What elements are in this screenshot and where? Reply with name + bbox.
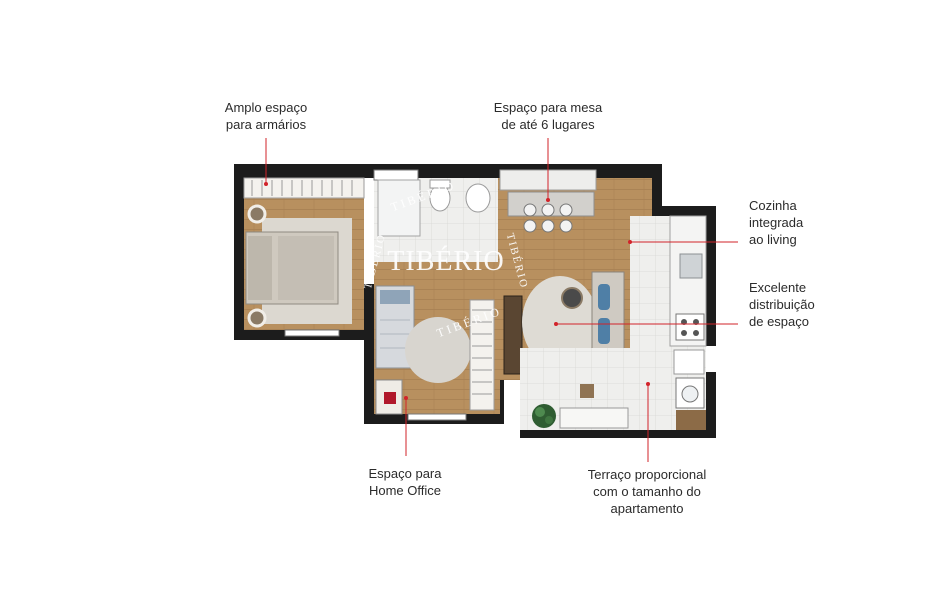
planter: [676, 410, 706, 430]
plant-icon: [532, 404, 556, 428]
coffee-table: [561, 287, 583, 309]
round-rug: [405, 317, 471, 383]
callout-mesa: Espaço para mesa de até 6 lugares: [493, 100, 603, 132]
callout-terraco: Terraço proporcional com o tamanho do ap…: [587, 467, 707, 516]
sink: [465, 183, 491, 213]
tv-panel: [503, 295, 523, 375]
wardrobe: [469, 299, 495, 411]
terrace-table: [580, 384, 594, 398]
bedroom-office: [374, 284, 500, 421]
dining-chair: [559, 219, 573, 233]
kitchen: [630, 215, 707, 348]
nightstand-lamp: [247, 308, 267, 328]
dining-chair: [541, 219, 555, 233]
window: [407, 413, 467, 421]
callout-distribuicao: Excelente distribuição de espaço: [749, 280, 815, 329]
dining-chair: [523, 203, 537, 217]
terrace: [520, 348, 706, 430]
wardrobe: [243, 177, 365, 199]
callout-amplo-espaco: Amplo espaço para armários: [224, 100, 308, 132]
shower: [377, 179, 421, 237]
sink: [679, 253, 703, 279]
desk-chair: [384, 392, 396, 404]
callout-leaders: [265, 138, 738, 462]
bedroom-main: [243, 177, 365, 337]
laundry: [673, 349, 705, 375]
svg-text:TIBÉRIO: TIBÉRIO: [387, 246, 504, 277]
window: [284, 329, 340, 337]
callout-dots: [264, 182, 650, 400]
nightstand-lamp: [247, 204, 267, 224]
callout-cozinha: Cozinha integrada ao living: [749, 198, 804, 247]
stove: [675, 313, 705, 341]
dining-chair: [541, 203, 555, 217]
bench: [559, 407, 629, 429]
dining-chair: [559, 203, 573, 217]
bathroom: [373, 169, 498, 262]
dining-chair: [523, 219, 537, 233]
callout-home-office: Espaço para Home Office: [368, 466, 442, 498]
